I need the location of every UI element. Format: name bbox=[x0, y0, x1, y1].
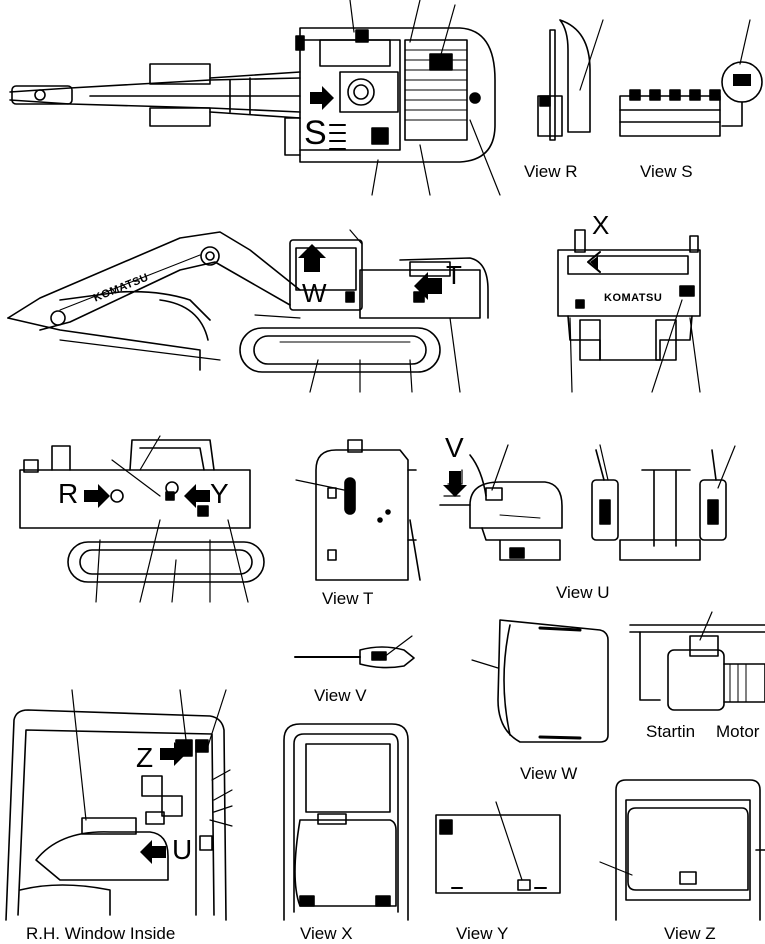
view-marker-w: W bbox=[302, 278, 327, 308]
caption-view-v: View V bbox=[314, 686, 367, 705]
view-marker-x: X bbox=[592, 210, 610, 240]
view-marker-z: Z bbox=[136, 742, 154, 773]
view-r-drawing bbox=[538, 20, 603, 140]
view-marker-v: V bbox=[445, 432, 464, 463]
view-marker-r: R bbox=[58, 478, 79, 509]
caption-view-y: View Y bbox=[456, 924, 509, 943]
view-u-console-drawing bbox=[592, 445, 735, 560]
view-x-drawing bbox=[284, 724, 408, 920]
view-marker-y: Y bbox=[210, 478, 229, 509]
caption-view-t: View T bbox=[322, 589, 374, 608]
view-z-drawing bbox=[600, 780, 765, 920]
caption-starting-motor-a: Startin bbox=[646, 722, 696, 741]
caption-view-w: View W bbox=[520, 764, 578, 783]
top-view-drawing bbox=[10, 0, 500, 195]
caption-view-x: View X bbox=[300, 924, 353, 943]
caption-starting-motor-b: Motor bbox=[716, 722, 760, 741]
caption-rh-window-inside: R.H. Window Inside bbox=[26, 924, 176, 943]
view-y-drawing bbox=[436, 802, 560, 893]
rear-view-drawing bbox=[558, 230, 700, 392]
view-u-seat-drawing bbox=[440, 445, 562, 560]
caption-view-s: View S bbox=[640, 162, 693, 181]
view-v-drawing bbox=[295, 636, 414, 668]
view-t-drawing bbox=[296, 440, 420, 580]
view-marker-s: S bbox=[304, 114, 327, 152]
rh-window-inside-drawing bbox=[6, 690, 232, 920]
brand-mark-rear-view: KOMATSU bbox=[604, 292, 663, 304]
starting-motor-drawing bbox=[630, 612, 765, 710]
view-w-drawing bbox=[472, 620, 608, 742]
side-view-drawing bbox=[8, 230, 488, 392]
caption-view-z: View Z bbox=[664, 924, 716, 943]
view-marker-u: U bbox=[172, 834, 193, 865]
view-s-drawing bbox=[620, 20, 762, 136]
right-side-view-drawing bbox=[20, 436, 264, 602]
caption-view-r: View R bbox=[524, 162, 578, 181]
view-marker-t: T bbox=[446, 260, 462, 290]
caption-view-u: View U bbox=[556, 583, 610, 602]
